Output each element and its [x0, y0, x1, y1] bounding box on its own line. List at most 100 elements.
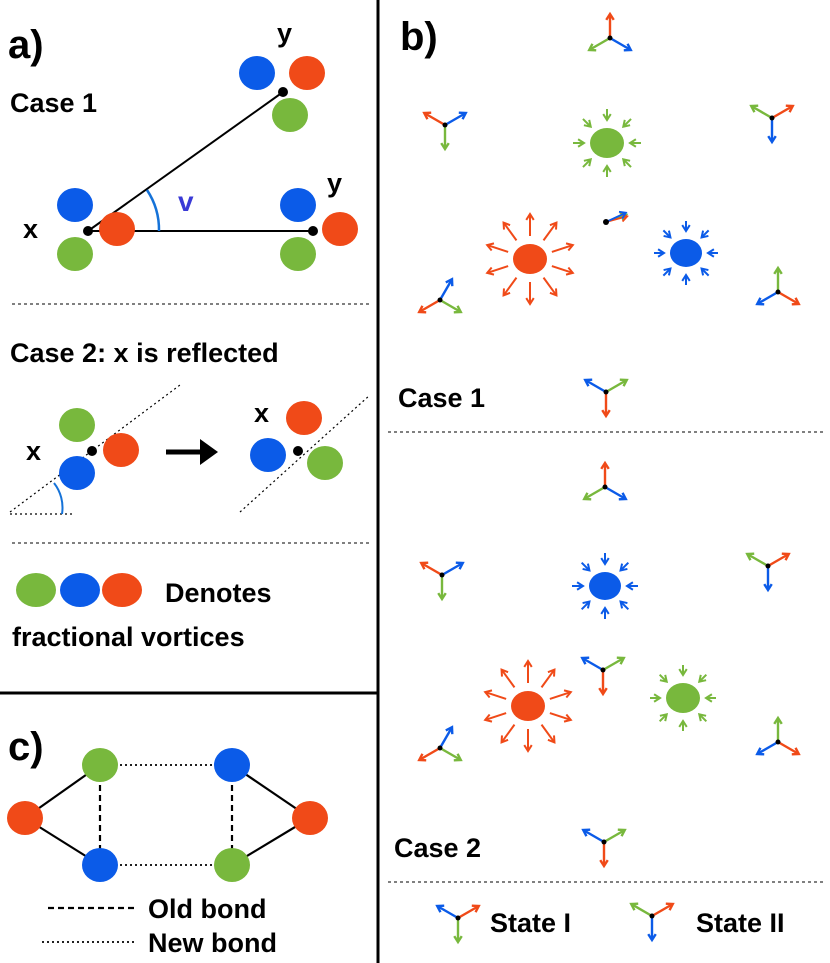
arrow-shaft [588, 36, 611, 52]
mirror-angle-arc [53, 482, 64, 515]
vortex-cluster-before [59, 408, 139, 490]
arrow-head [547, 668, 556, 677]
arrow-head [437, 592, 447, 602]
node-blue [82, 848, 118, 882]
arrow-head [659, 712, 669, 722]
arrow-shaft [502, 277, 518, 296]
legend-vortex-blue [60, 573, 100, 607]
arrow-shaft [549, 712, 572, 721]
merged-triad-icon [603, 210, 629, 225]
arrow-head [583, 119, 593, 129]
arrow-head [435, 904, 445, 913]
site-y1-label: y [277, 18, 292, 48]
arrow-shaft [486, 244, 509, 253]
arrow-shaft [750, 104, 773, 120]
arrow-head [525, 212, 535, 221]
triad-center [439, 572, 445, 578]
arrow-head [549, 221, 558, 230]
arrow-head [453, 305, 463, 314]
arrow-head [583, 378, 593, 387]
vortex-red [99, 212, 135, 246]
vortex-blue [239, 56, 275, 90]
triad-center [437, 297, 443, 303]
arrow-head [602, 113, 612, 122]
arrow-head [678, 719, 688, 728]
vortex-cluster-y1 [239, 56, 325, 132]
arrow-head [453, 935, 463, 945]
arrow-shaft [486, 265, 509, 274]
triad-center [603, 219, 609, 225]
node-red [292, 801, 328, 835]
site-x-label: x [23, 214, 38, 244]
arrow-head [440, 142, 450, 152]
arrow-head [576, 581, 585, 591]
arrow-head [618, 210, 628, 220]
arrow-head [697, 674, 707, 684]
arrow-head [700, 230, 709, 239]
legend-vortex-green [16, 573, 56, 607]
triad-icon [587, 11, 633, 52]
arrow-shaft [630, 902, 653, 918]
arrow-shaft [583, 485, 606, 501]
triad-center [600, 667, 606, 673]
triad-icon [583, 378, 629, 419]
arrow-head [653, 693, 662, 703]
arrow-head [600, 460, 610, 470]
triad-icon [417, 277, 463, 314]
triad-icon [749, 104, 795, 145]
arrow-head [601, 409, 611, 419]
triad-center [775, 289, 781, 295]
triad-center [769, 115, 775, 121]
blue-vortex-sink [654, 221, 718, 285]
vortex-core [670, 239, 702, 267]
arrow-head [681, 224, 691, 233]
arrow-head [483, 689, 493, 699]
triad-icon [755, 265, 801, 306]
arrow-head [619, 378, 629, 387]
arrow-head [500, 735, 509, 744]
vortex-core [590, 128, 624, 158]
arrow-head [616, 656, 626, 665]
arrow-head [453, 753, 463, 762]
arrow-head [455, 561, 465, 570]
arrow-head [422, 111, 432, 120]
arrow-shaft [484, 691, 507, 700]
arrow-head [485, 266, 495, 276]
vortex-red [103, 433, 139, 467]
arrow-head [581, 828, 591, 837]
triad-icon [581, 828, 627, 869]
arrow-shaft [604, 485, 627, 501]
case1-label: Case 1 [10, 88, 97, 118]
arrow-shaft [581, 656, 604, 672]
arrow-head [582, 600, 591, 609]
arrow-head [745, 552, 755, 561]
arrow-head [791, 297, 801, 306]
state1-icon [435, 904, 481, 945]
arrow-shaft [457, 904, 480, 920]
arrow-shaft [746, 552, 769, 568]
arrow-head [587, 43, 597, 52]
arrow-head [582, 563, 591, 572]
arrow-shaft [441, 561, 464, 577]
node-green [214, 848, 250, 882]
vortex-core [589, 572, 621, 600]
arrow-head [697, 712, 707, 722]
arrow-head [767, 135, 777, 145]
site-dot [87, 446, 97, 456]
case1-b-label: Case 1 [398, 383, 485, 413]
vortex-field [483, 109, 718, 753]
arrow-shaft [439, 298, 462, 314]
arrow-head [659, 674, 669, 684]
arrow-head [704, 693, 713, 703]
arrow-shaft [542, 277, 558, 296]
legend-vortex-red [102, 573, 142, 607]
arrow-head [563, 713, 573, 723]
vortex-cluster-y2 [280, 188, 358, 271]
legend-text-1: Denotes [165, 578, 272, 608]
arrow-shaft [418, 298, 441, 314]
arrow-shaft [584, 378, 607, 394]
vortex-blue [250, 438, 286, 472]
panel-c: c) Old bond New bond [7, 725, 328, 958]
arrow-head [781, 552, 791, 561]
